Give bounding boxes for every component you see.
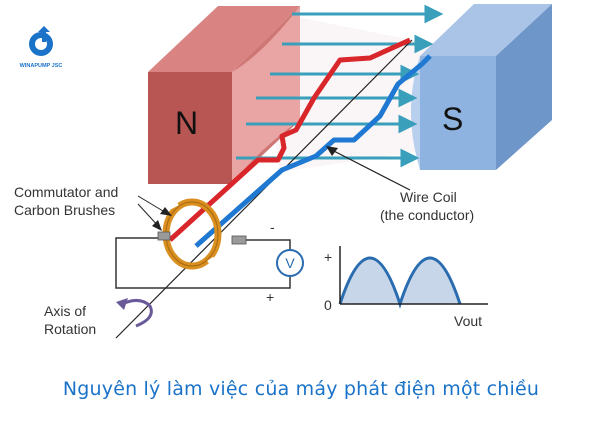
carbon-brush-right: [231, 235, 247, 245]
terminal-plus: +: [266, 289, 274, 305]
wire-coil-label-line1: Wire Coil: [400, 189, 457, 205]
axis-label-line1: Axis of: [44, 303, 86, 319]
south-pole-label: S: [442, 101, 463, 137]
commutator-label-line1: Commutator and: [14, 184, 118, 200]
terminal-minus: -: [270, 219, 275, 235]
red-wire-coil: [168, 37, 412, 242]
wire-coil-label-line2: (the conductor): [380, 207, 474, 223]
south-magnet: S: [411, 4, 552, 170]
north-magnet: N: [148, 6, 300, 184]
winapump-logo: WINAPUMP JSC: [20, 26, 63, 69]
carbon-brush-left: [157, 231, 171, 241]
voltmeter: V: [276, 249, 304, 277]
external-circuit: [115, 237, 291, 289]
north-pole-label: N: [175, 105, 198, 141]
graph-plus-label: +: [324, 249, 332, 265]
blue-wire-coil: [194, 54, 432, 248]
graph-vout-label: Vout: [454, 313, 482, 329]
voltmeter-label: V: [285, 255, 295, 271]
commutator-label-line2: Carbon Brushes: [14, 202, 115, 218]
vout-graph: + 0 Vout: [324, 246, 488, 329]
logo-text: WINAPUMP JSC: [20, 63, 63, 69]
caption-title: Nguyên lý làm việc của máy phát điện một…: [62, 378, 540, 400]
graph-zero-label: 0: [324, 297, 332, 313]
axis-label-line2: Rotation: [44, 321, 96, 337]
rotation-arrow: [116, 298, 153, 328]
